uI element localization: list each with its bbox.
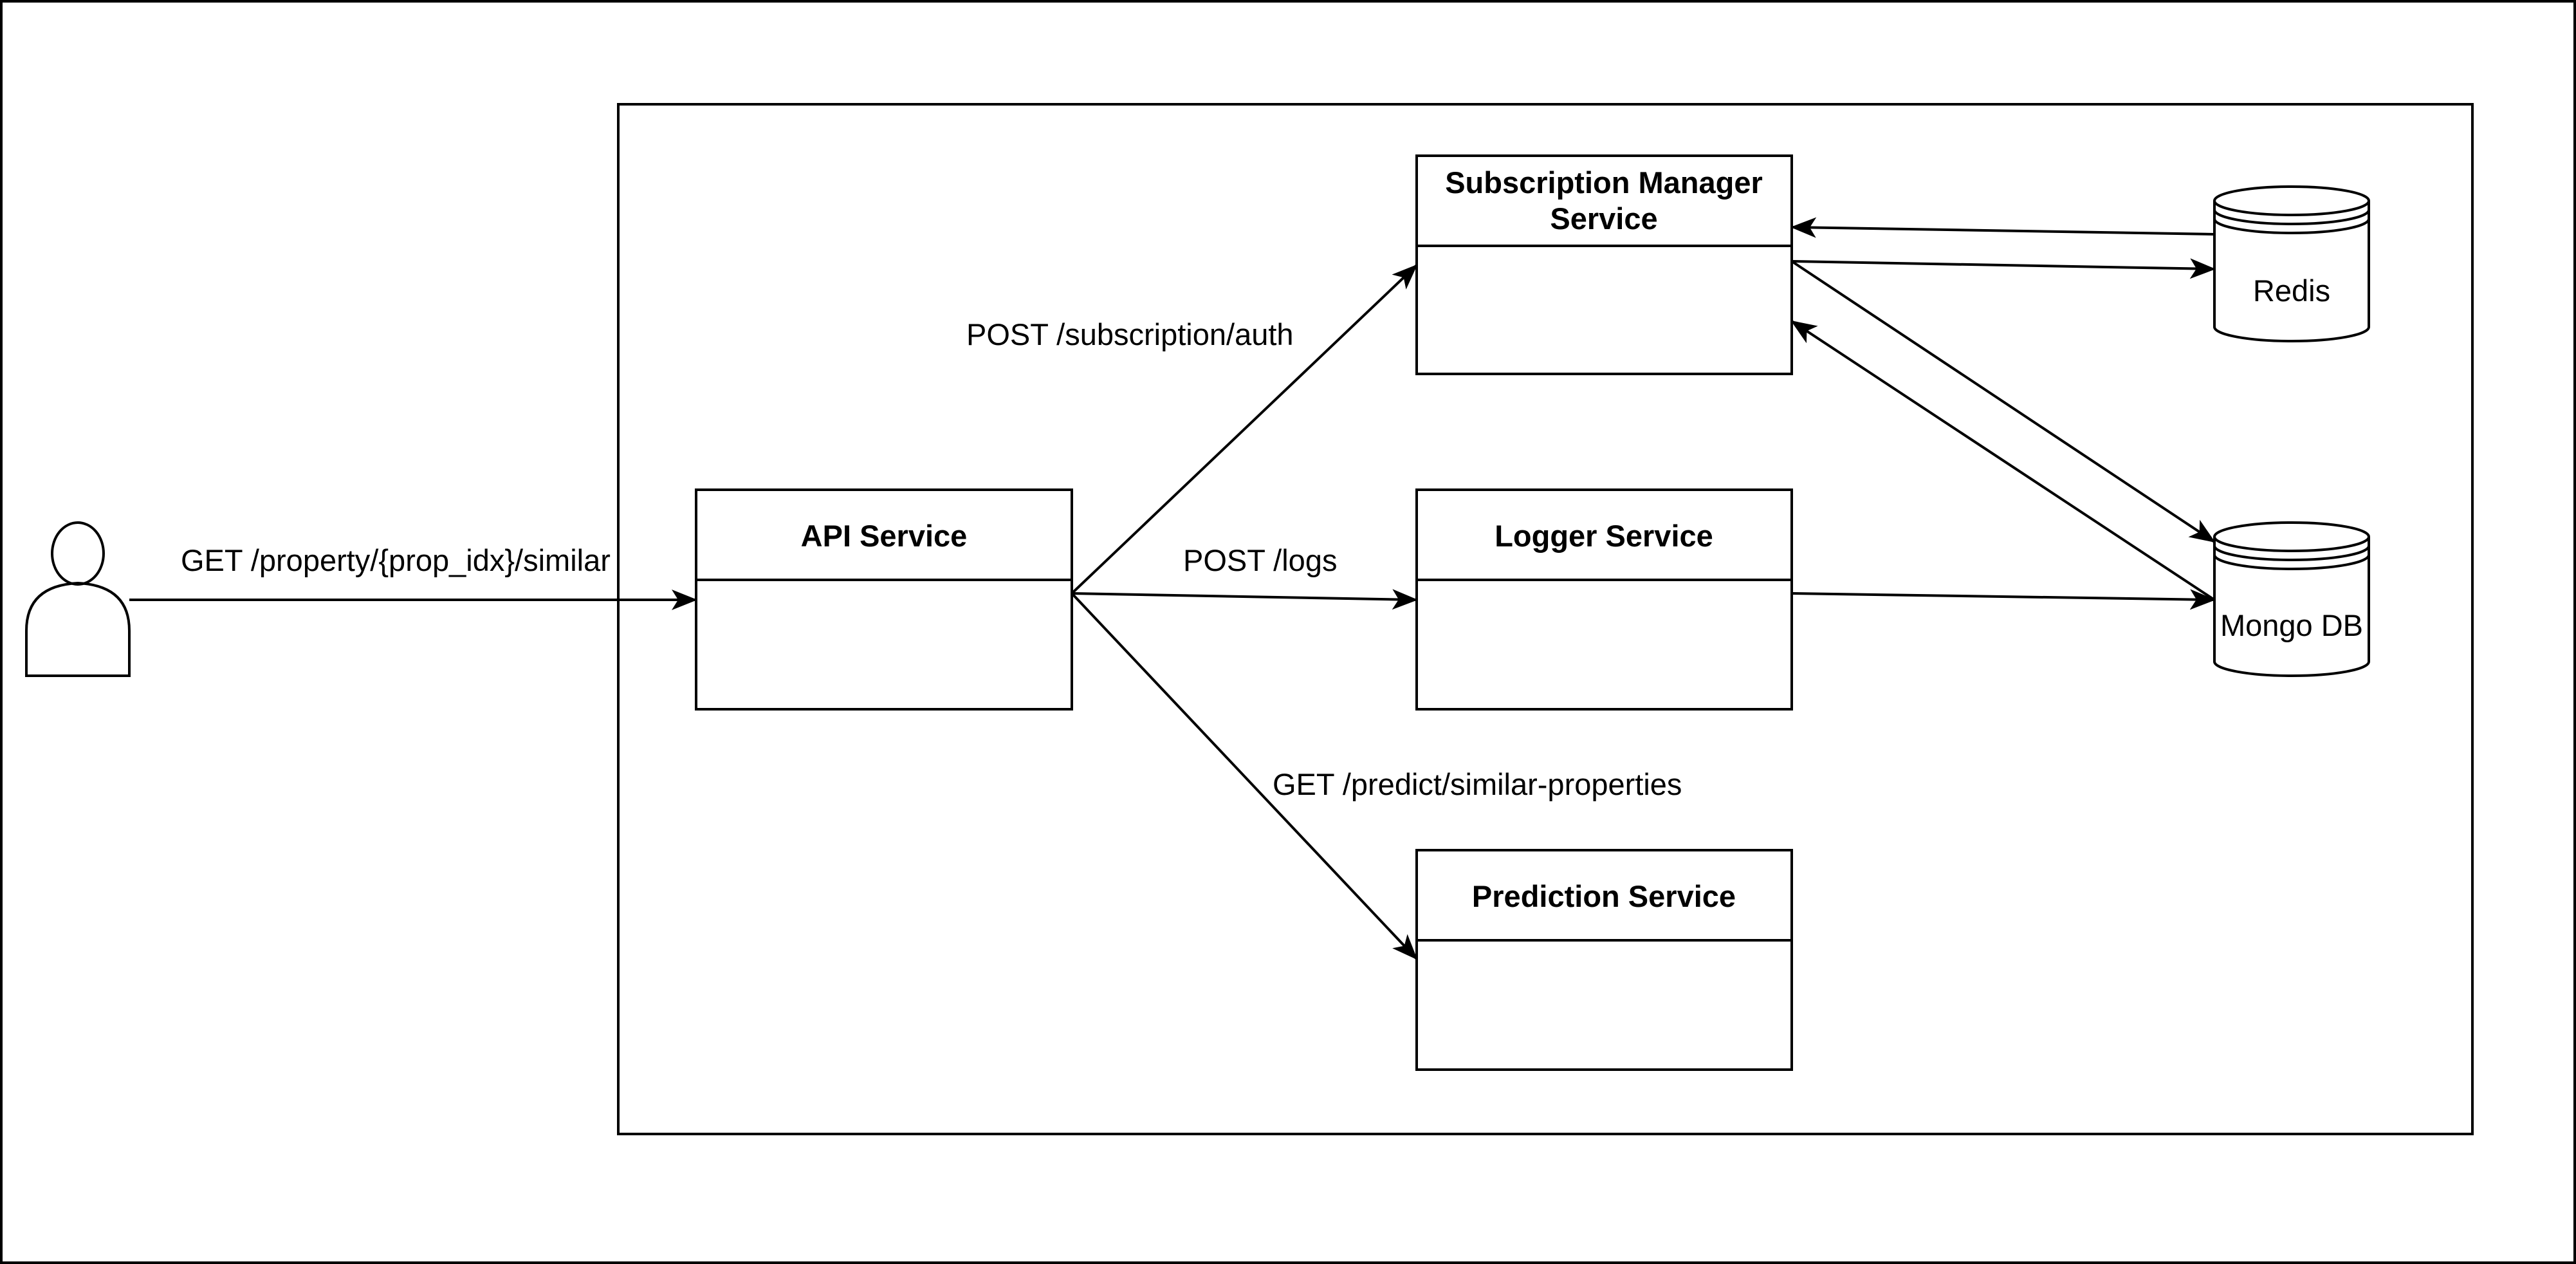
subscription-service-title-line2: Service <box>1550 201 1657 236</box>
edge-subscription-to-redis <box>1791 258 2216 279</box>
mongo-db-database[interactable]: Mongo DB <box>2213 521 2370 677</box>
edge-label-api-to-subscription: POST /subscription/auth <box>966 317 1294 351</box>
edge-logger-to-mongo <box>1791 589 2216 610</box>
subscription-manager-service-box[interactable]: Subscription Manager Service <box>1415 154 1793 375</box>
logger-service-title: Logger Service <box>1495 519 1713 553</box>
edge-api-to-subscription <box>1071 264 1418 595</box>
system-boundary <box>617 103 2474 1135</box>
prediction-service-title: Prediction Service <box>1472 879 1736 913</box>
edge-subscription-to-mongo <box>1790 260 2216 543</box>
user-icon <box>25 521 131 677</box>
edge-label-api-to-logger: POST /logs <box>1183 543 1337 577</box>
edge-label-api-to-prediction: GET /predict/similar-properties <box>1273 767 1682 801</box>
edge-label-user-to-api: GET /property/{prop_idx}/similar <box>181 543 611 577</box>
database-icon <box>2213 521 2370 677</box>
redis-label: Redis <box>2253 274 2330 308</box>
subscription-service-title-line1: Subscription Manager <box>1445 165 1763 200</box>
edge-mongo-to-subscription <box>1790 320 2216 601</box>
edge-redis-to-subscription <box>1790 217 2215 238</box>
prediction-service-box[interactable]: Prediction Service <box>1415 849 1793 1071</box>
logger-service-box[interactable]: Logger Service <box>1415 488 1793 711</box>
redis-database[interactable]: Redis <box>2213 185 2370 342</box>
mongo-db-label: Mongo DB <box>2220 608 2363 642</box>
edge-api-to-logger <box>1071 589 1418 610</box>
edge-api-to-prediction <box>1071 592 1418 960</box>
database-icon <box>2213 185 2370 342</box>
api-service-title: API Service <box>801 519 968 553</box>
api-service-box[interactable]: API Service <box>695 488 1073 711</box>
